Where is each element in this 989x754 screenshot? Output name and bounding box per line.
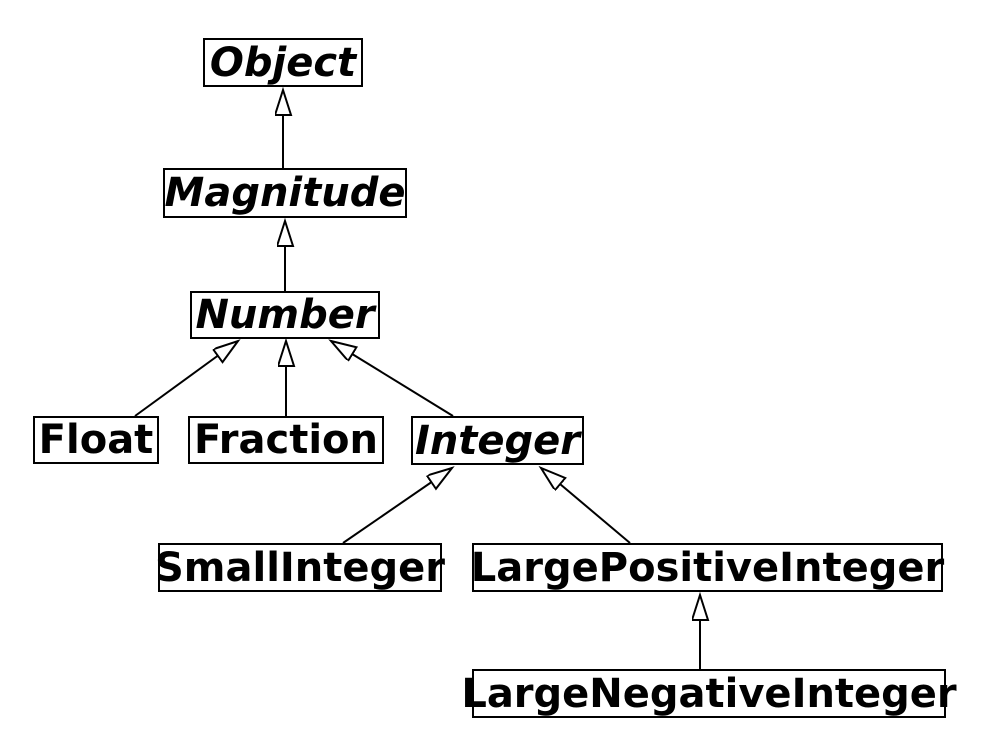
class-label: Fraction	[194, 417, 378, 463]
class-node-integer: Integer	[411, 416, 584, 465]
class-node-magnitude: Magnitude	[163, 168, 407, 218]
edge-largepositiveinteger-to-integer	[541, 468, 631, 544]
class-label: Magnitude	[164, 170, 406, 216]
class-label: Object	[209, 39, 357, 86]
class-label: Float	[38, 417, 154, 463]
class-node-fraction: Fraction	[188, 416, 384, 464]
class-node-smallinteger: SmallInteger	[155, 543, 445, 592]
class-label: Number	[195, 292, 375, 338]
class-node-largenegativeinteger: LargeNegativeInteger	[461, 669, 957, 718]
edge-integer-to-number	[331, 341, 454, 417]
class-label: LargeNegativeInteger	[461, 670, 957, 717]
class-label: Integer	[414, 417, 581, 464]
edge-smallinteger-to-integer	[342, 468, 452, 544]
class-label: LargePositiveInteger	[470, 544, 945, 591]
class-label: SmallInteger	[155, 544, 445, 591]
class-node-float: Float	[33, 416, 159, 464]
class-node-largepositiveinteger: LargePositiveInteger	[470, 543, 945, 592]
class-node-number: Number	[190, 291, 380, 339]
edge-float-to-number	[134, 341, 238, 417]
class-node-object: Object	[203, 38, 363, 87]
